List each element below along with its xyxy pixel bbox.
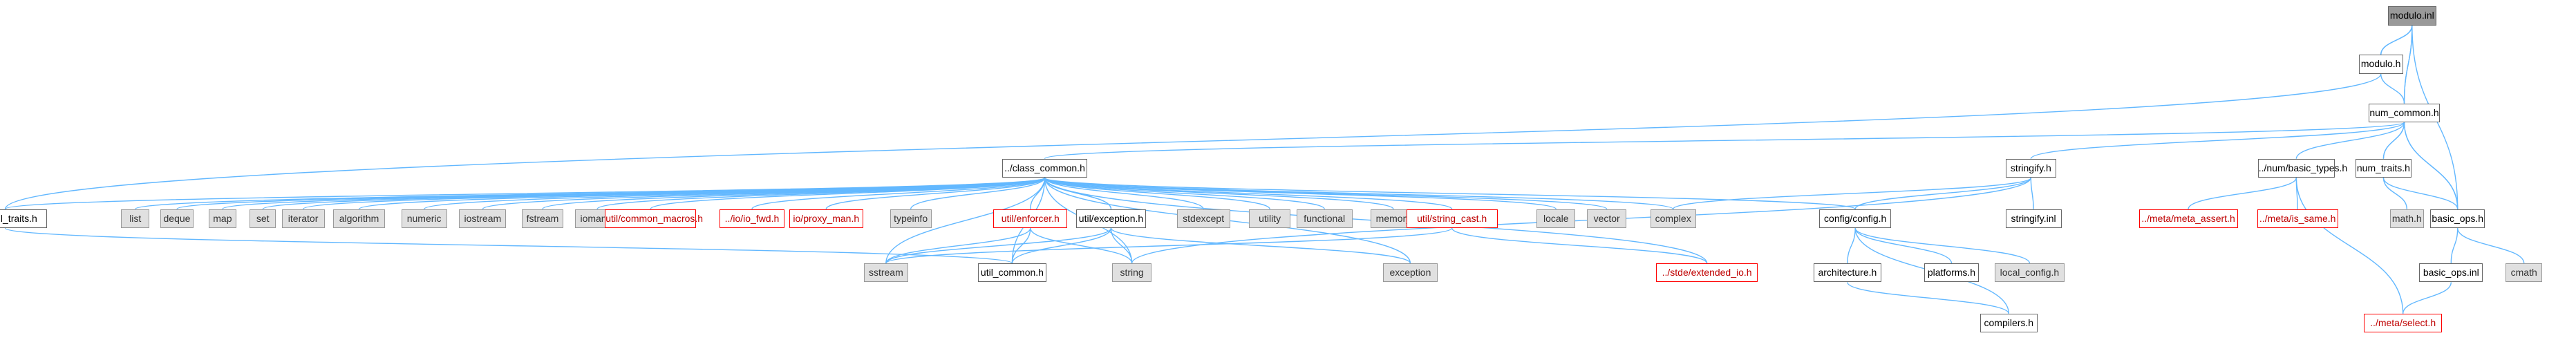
node-list[interactable]: list bbox=[121, 209, 150, 228]
node-map[interactable]: map bbox=[209, 209, 236, 228]
node-io-fwd-h[interactable]: ../io/io_fwd.h bbox=[719, 209, 785, 228]
edge-config_h-to-platforms_h bbox=[1854, 227, 1953, 264]
node-vector[interactable]: vector bbox=[1587, 209, 1626, 228]
edge-basic_ops_h-to-basic_ops_inl bbox=[2450, 227, 2459, 264]
node-enforcer-h[interactable]: util/enforcer.h bbox=[993, 209, 1068, 228]
edge-class_common_h-to-proxy_man_h bbox=[825, 177, 1046, 210]
node-utility[interactable]: utility bbox=[1249, 209, 1291, 228]
node-locale[interactable]: locale bbox=[1536, 209, 1576, 228]
edge-num_common_h-to-stringify_h bbox=[2030, 122, 2405, 160]
node-stringify-inl[interactable]: stringify.inl bbox=[2005, 209, 2062, 228]
node-meta-assert-h[interactable]: ../meta/meta_assert.h bbox=[2138, 209, 2238, 228]
node-architecture-h[interactable]: architecture.h bbox=[1813, 263, 1881, 283]
node-sstream[interactable]: sstream bbox=[863, 263, 908, 283]
edge-config_h-to-local_config_h bbox=[1854, 227, 2031, 264]
edge-class_common_h-to-io_fwd_h bbox=[751, 177, 1046, 210]
edge-basic_ops_h-to-cmath bbox=[2457, 227, 2525, 264]
node-exception-h[interactable]: util/exception.h bbox=[1075, 209, 1147, 228]
edge-string_cast_h-to-sstream bbox=[885, 227, 1453, 264]
node-math-h[interactable]: math.h bbox=[2389, 209, 2424, 228]
node-num-traits-h[interactable]: num_traits.h bbox=[2355, 158, 2412, 178]
node-exception[interactable]: exception bbox=[1382, 263, 1438, 283]
node-config-h[interactable]: config/config.h bbox=[1819, 209, 1891, 228]
node-call-traits-h[interactable]: util/call_traits.h bbox=[0, 209, 47, 228]
edge-architecture_h-to-compilers_h bbox=[1847, 282, 2010, 314]
edge-class_common_h-to-utility bbox=[1044, 177, 1270, 210]
node-complex[interactable]: complex bbox=[1650, 209, 1696, 228]
edge-exception_h-to-util_common_h bbox=[1011, 227, 1112, 264]
node-class-common-h[interactable]: ../class_common.h bbox=[1002, 158, 1087, 178]
edge-modulo_h-to-modulo_inl bbox=[2380, 25, 2413, 55]
node-common-macros-h[interactable]: util/common_macros.h bbox=[605, 209, 703, 228]
edge-num_common_h-to-num_basic_types_h bbox=[2295, 122, 2405, 159]
edge-exception_h-to-sstream bbox=[885, 227, 1112, 264]
node-functional[interactable]: functional bbox=[1296, 209, 1353, 228]
edge-num_basic_types_h-to-meta_select_h bbox=[2295, 178, 2404, 314]
edge-num_common_h-to-modulo_inl bbox=[2403, 25, 2413, 104]
node-algorithm[interactable]: algorithm bbox=[332, 209, 386, 228]
node-numeric[interactable]: numeric bbox=[401, 209, 447, 228]
node-set[interactable]: set bbox=[250, 209, 276, 228]
node-modulo-inl[interactable]: modulo.inl bbox=[2388, 6, 2436, 26]
edge-stringify_h-to-config_h bbox=[1854, 177, 2032, 209]
node-proxy-man-h[interactable]: io/proxy_man.h bbox=[789, 209, 863, 228]
edge-num_traits_h-to-basic_ops_h bbox=[2382, 177, 2459, 209]
node-typeinfo[interactable]: typeinfo bbox=[890, 209, 932, 228]
edge-exception_h-to-exception bbox=[1110, 227, 1411, 264]
node-iostream[interactable]: iostream bbox=[459, 209, 507, 228]
node-extended-io-h[interactable]: ../stde/extended_io.h bbox=[1656, 263, 1758, 283]
node-basic-ops-inl[interactable]: basic_ops.inl bbox=[2419, 263, 2483, 283]
edge-num_common_h-to-class_common_h bbox=[1044, 122, 2405, 160]
edge-num_basic_types_h-to-meta_assert_h bbox=[2188, 177, 2297, 209]
edge-class_common_h-to-vector bbox=[1044, 177, 1608, 210]
edge-class_common_h-to-functional bbox=[1044, 177, 1325, 210]
edge-class_common_h-to-string_cast_h bbox=[1044, 177, 1453, 210]
node-platforms-h[interactable]: platforms.h bbox=[1924, 263, 1979, 283]
node-meta-select-h[interactable]: ../meta/select.h bbox=[2364, 313, 2443, 333]
edge-num_traits_h-to-math_h bbox=[2382, 178, 2407, 209]
edge-class_common_h-to-typeinfo bbox=[910, 177, 1046, 209]
edge-enforcer_h-to-string bbox=[1030, 227, 1133, 264]
edge-modulo_h-to-num_common_h bbox=[2380, 73, 2405, 104]
node-string-cast-h[interactable]: util/string_cast.h bbox=[1406, 209, 1498, 228]
edge-string_cast_h-to-extended_io_h bbox=[1451, 227, 1708, 264]
edge-class_common_h-to-common_macros_h bbox=[650, 177, 1046, 210]
edge-call_traits_h-to-util_common_h bbox=[4, 227, 1013, 264]
edge-class_common_h-to-sstream bbox=[885, 178, 1046, 264]
node-stringify-h[interactable]: stringify.h bbox=[2005, 158, 2056, 178]
node-compilers-h[interactable]: compilers.h bbox=[1980, 313, 2038, 333]
edge-class_common_h-to-config_h bbox=[1044, 177, 1856, 210]
node-string[interactable]: string bbox=[1112, 263, 1151, 283]
edge-stringify_h-to-complex bbox=[1672, 177, 2032, 210]
node-num-basic-types-h[interactable]: ../num/basic_types.h bbox=[2257, 158, 2347, 178]
node-fstream[interactable]: fstream bbox=[521, 209, 564, 228]
edge-config_h-to-architecture_h bbox=[1847, 227, 1856, 264]
node-modulo-h[interactable]: modulo.h bbox=[2358, 55, 2403, 74]
edge-modulo_h-to-call_traits_h bbox=[4, 73, 2382, 209]
edge-stringify_h-to-stringify_inl bbox=[2030, 178, 2034, 209]
edge-stringify_h-to-string bbox=[1131, 177, 2032, 264]
node-is-same-h[interactable]: ../meta/is_same.h bbox=[2257, 209, 2338, 228]
node-stdexcept[interactable]: stdexcept bbox=[1176, 209, 1230, 228]
node-util-common-h[interactable]: util_common.h bbox=[977, 263, 1047, 283]
node-local-config-h[interactable]: local_config.h bbox=[1994, 263, 2065, 283]
node-deque[interactable]: deque bbox=[160, 209, 194, 228]
node-iterator[interactable]: iterator bbox=[281, 209, 325, 228]
edge-basic_ops_h-to-num_common_h bbox=[2403, 122, 2459, 209]
node-cmath[interactable]: cmath bbox=[2506, 263, 2543, 283]
node-num-common-h[interactable]: num_common.h bbox=[2368, 103, 2441, 122]
node-basic-ops-h[interactable]: basic_ops.h bbox=[2430, 209, 2485, 228]
edge-class_common_h-to-stdexcept bbox=[1044, 177, 1204, 209]
edge-enforcer_h-to-sstream bbox=[885, 227, 1031, 264]
edge-class_common_h-to-complex bbox=[1044, 177, 1674, 210]
edge-basic_ops_inl-to-meta_select_h bbox=[2402, 282, 2452, 314]
edge-num_traits_h-to-num_common_h bbox=[2382, 122, 2405, 159]
